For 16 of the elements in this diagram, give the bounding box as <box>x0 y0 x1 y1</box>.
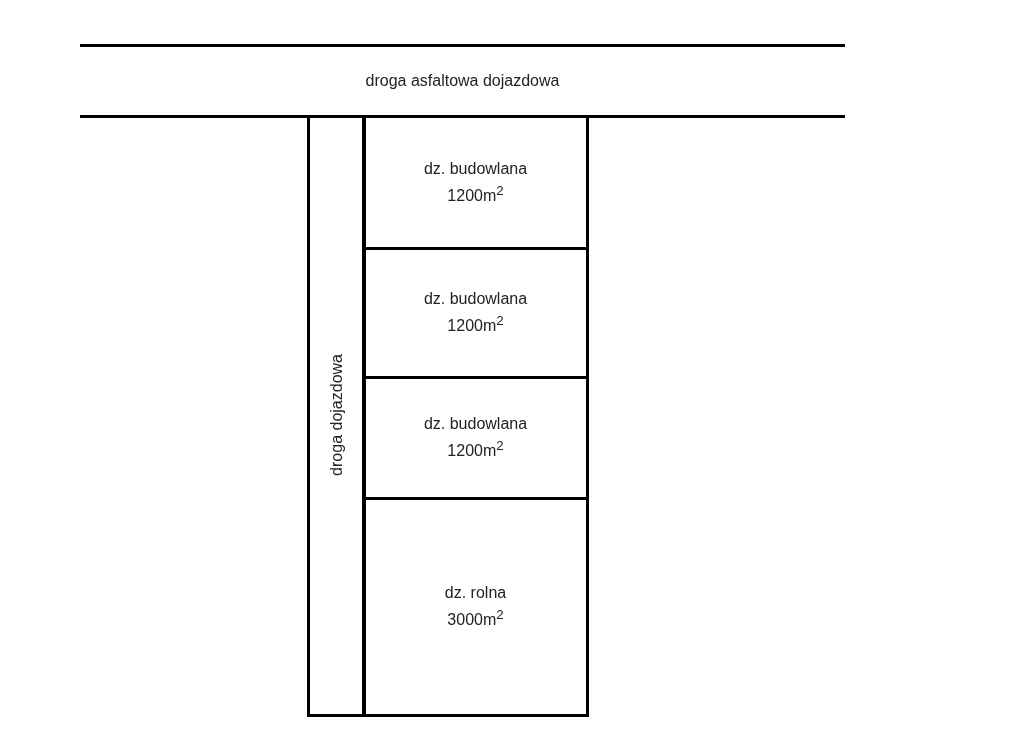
plot-label: dz. budowlana <box>423 289 528 310</box>
road-label: droga asfaltowa dojazdowa <box>365 71 560 91</box>
plot-label: dz. budowlana <box>423 158 528 179</box>
road-band <box>80 44 845 118</box>
area-label: 1200m$^{2}$ <box>447 312 504 337</box>
plot <box>362 247 589 379</box>
road-label: droga dojazdowa <box>326 353 346 476</box>
area-label: 3000m$^{2}$ <box>447 606 504 631</box>
area-label: 1200m$^{2}$ <box>447 181 504 207</box>
plot <box>362 497 589 717</box>
plot-label: dz. rolna <box>444 583 507 604</box>
plot <box>362 115 589 250</box>
plot <box>362 376 589 500</box>
area-label: 1200m$^{2}$ <box>447 437 504 462</box>
access-road <box>307 115 366 717</box>
plot-label: dz. budowlana <box>423 414 528 435</box>
